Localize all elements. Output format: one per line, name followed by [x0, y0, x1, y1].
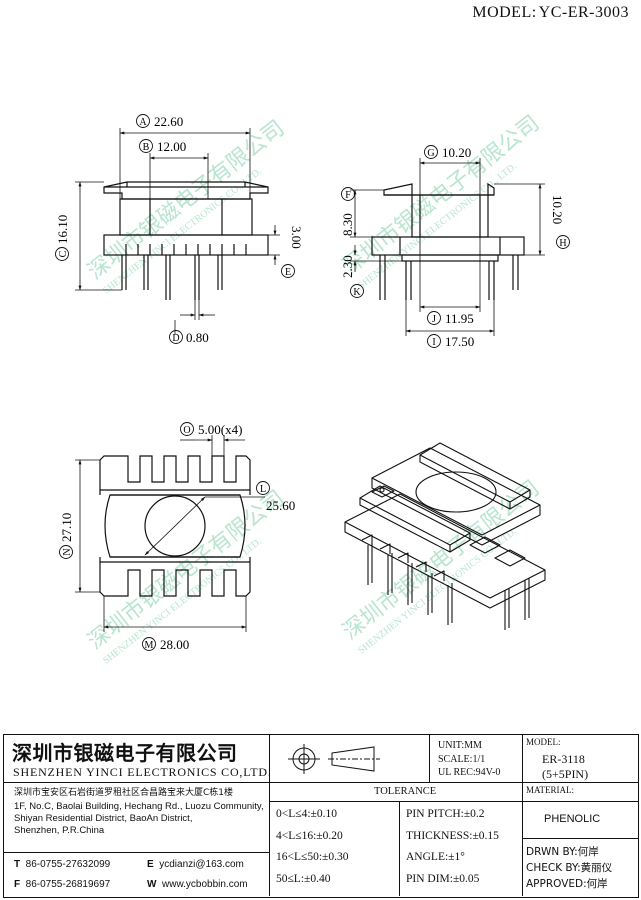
tb-hline-2: [4, 852, 269, 853]
address-cn: 深圳市宝安区石岩街道罗租社区合昌路宝来大厦C栋1楼: [14, 788, 234, 798]
tolerance-2: 4<L≤16:±0.20: [276, 830, 343, 842]
spec-pin-pitch: PIN PITCH:±0.2: [406, 808, 485, 820]
front-view: [103, 181, 269, 300]
side-view-labels: G 10.20 F 8.30 10.20 H 2.30 K J 11.95 I …: [340, 145, 570, 349]
side-view-dims: [350, 158, 545, 336]
tb-hline-4: [522, 801, 638, 802]
tb-hline-5: [522, 838, 638, 839]
model-header-label: MODEL:: [472, 4, 537, 21]
side-view: [371, 182, 525, 300]
dim-A-value: 22.60: [154, 114, 183, 129]
dim-E-letter: E: [285, 267, 291, 278]
front-view-labels: A 22.60 B 12.00 C 16.10 D 0.80 3.00 E: [55, 114, 304, 345]
tel-label: T: [14, 859, 21, 870]
dim-J-value: 11.95: [445, 311, 474, 326]
spec-angle: ANGLE:±1°: [406, 851, 465, 863]
spec-pin-dim: PIN DIM:±0.05: [406, 873, 480, 885]
tb-divider-3: [522, 735, 523, 896]
model-value: ER-3118: [542, 752, 585, 766]
approved-by: APPROVED:何岸: [526, 878, 608, 890]
dim-O-value: 5.00(x4): [198, 422, 242, 437]
contact-web: W www.ycbobbin.com: [147, 879, 248, 890]
title-block: 深圳市银磁电子有限公司 SHENZHEN YINCI ELECTRONICS C…: [3, 734, 639, 898]
dim-E-value: 3.00: [289, 226, 304, 249]
contact-email: E ycdianzi@163.com: [147, 859, 244, 870]
dim-D-value: 0.80: [186, 330, 209, 345]
address-en-2: Shiyan Residential District, BaoAn Distr…: [14, 813, 193, 824]
ul-rec: UL REC:94V-0: [438, 767, 501, 778]
dim-B-letter: B: [143, 142, 150, 153]
dim-F-value: 8.30: [340, 213, 355, 236]
dim-N-letter: N: [62, 548, 73, 555]
dim-H-value: 10.20: [550, 195, 565, 224]
material-value: PHENOLIC: [544, 813, 601, 825]
dim-A-letter: A: [139, 117, 147, 128]
dim-H-letter: H: [559, 238, 566, 249]
tb-hline-1: [4, 782, 638, 783]
web-label: W: [147, 879, 157, 890]
dim-F-letter: F: [345, 190, 351, 201]
dim-M-value: 28.00: [160, 637, 189, 652]
fax-value: 86-0755-26819697: [25, 879, 111, 890]
dim-D-letter: D: [172, 333, 179, 344]
dim-K-letter: K: [353, 287, 361, 298]
dim-B-value: 12.00: [157, 139, 186, 154]
tb-hline-3: [269, 801, 522, 802]
fax-label: F: [14, 879, 21, 890]
scale: SCALE:1/1: [438, 754, 486, 765]
dim-I-letter: I: [432, 337, 435, 348]
contact-fax: F 86-0755-26819697: [14, 879, 110, 890]
dim-C-letter: C: [58, 250, 69, 257]
material-label: MATERIAL:: [526, 785, 574, 795]
contact-tel: T 86-0755-27632099: [14, 859, 110, 870]
email-value: ycdianzi@163.com: [159, 859, 244, 870]
dim-L-value: 25.60: [266, 498, 295, 513]
checked-by: CHECK BY:黄丽仪: [526, 862, 613, 874]
watermarks: 深圳市银磁电子有限公司 SHENZHEN YINCI ELECTRONICS C…: [83, 110, 544, 666]
drawn-by: DRWN BY:何岸: [526, 846, 599, 858]
tb-divider-4: [399, 801, 400, 896]
tolerance-4: 50≤L:±0.40: [276, 873, 331, 885]
dim-M-letter: M: [145, 640, 154, 651]
bottom-view-labels: O 5.00(x4) L 25.60 N 27.10 M 28.00: [59, 422, 295, 652]
model-pins: (5+5PIN): [542, 767, 589, 781]
model-label: MODEL:: [526, 737, 561, 747]
company-name-cn: 深圳市银磁电子有限公司: [12, 741, 238, 765]
isometric-view: [344, 442, 546, 630]
dim-G-letter: G: [427, 148, 434, 159]
tolerance-1: 0<L≤4:±0.10: [276, 808, 337, 820]
spec-thickness: THICKNESS:±0.15: [406, 830, 499, 842]
dim-L-letter: L: [260, 484, 266, 495]
dim-J-letter: J: [432, 314, 436, 325]
projection-symbol-icon: [288, 744, 380, 774]
tolerance-title: TOLERANCE: [374, 786, 437, 797]
front-view-dims: [75, 128, 280, 334]
tb-divider-1: [269, 735, 270, 896]
model-header-value: YC-ER-3003: [538, 4, 629, 21]
dim-O-letter: O: [183, 425, 190, 436]
unit: UNIT:MM: [438, 740, 482, 751]
tolerance-3: 16<L≤50:±0.30: [276, 851, 349, 863]
dim-N-value: 27.10: [59, 513, 74, 542]
bottom-view-dims: [75, 435, 265, 632]
address-en-3: Shenzhen, P.R.China: [14, 825, 105, 836]
sheet-model-header: MODEL:YC-ER-3003: [470, 4, 629, 22]
email-label: E: [147, 859, 154, 870]
tel-value: 86-0755-27632099: [25, 859, 111, 870]
dim-C-value: 16.10: [55, 215, 70, 244]
address-en-1: 1F, No.C, Baolai Building, Hechang Rd., …: [14, 801, 264, 812]
dim-I-value: 17.50: [445, 334, 474, 349]
web-value: www.ycbobbin.com: [162, 879, 248, 890]
dim-G-value: 10.20: [442, 145, 471, 160]
tb-divider-2: [429, 735, 430, 782]
technical-drawing: 深圳市银磁电子有限公司 SHENZHEN YINCI ELECTRONICS C…: [55, 110, 570, 667]
dim-K-value: 2.30: [340, 255, 355, 278]
company-name-en: SHENZHEN YINCI ELECTRONICS CO,LTD.: [13, 765, 272, 779]
